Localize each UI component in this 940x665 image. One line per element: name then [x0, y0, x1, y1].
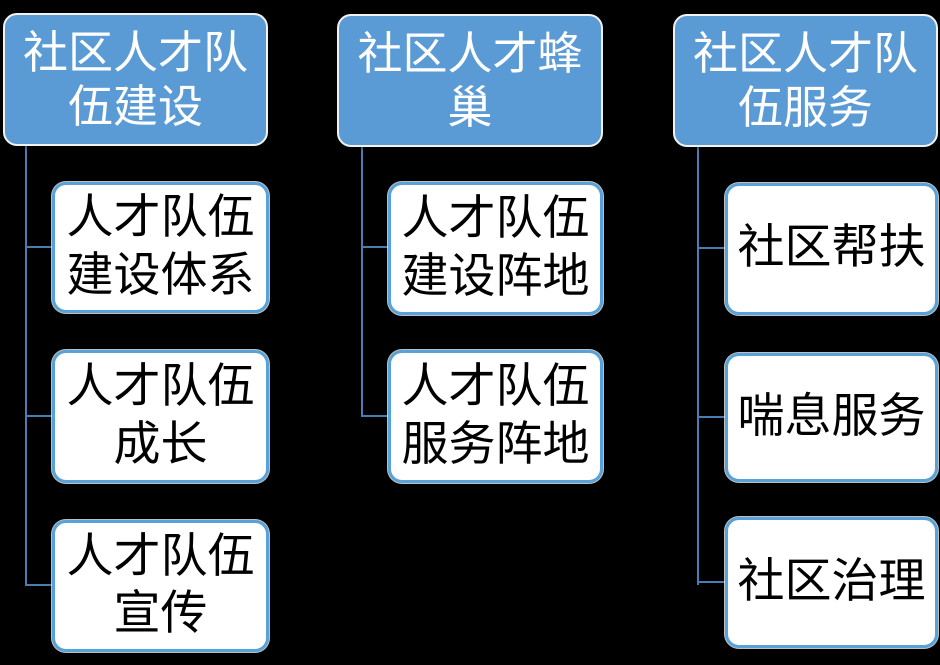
node-header-col1: 社区人才队 伍建设 [3, 13, 268, 146]
connector-stub-col1-2 [25, 415, 52, 417]
connector-stub-col3-2 [697, 416, 725, 418]
connector-stub-col1-3 [25, 584, 52, 586]
node-child-col2-1: 人才队伍 建设阵地 [388, 182, 603, 315]
connector-stub-col1-1 [25, 246, 52, 248]
connector-stub-col3-1 [697, 247, 725, 249]
connector-trunk-col2 [361, 147, 363, 417]
node-child-col3-2: 喘息服务 [725, 353, 938, 482]
node-child-col1-2: 人才队伍 成长 [52, 350, 269, 483]
node-child-col3-3: 社区治理 [725, 517, 938, 648]
connector-stub-col2-1 [361, 246, 388, 248]
connector-trunk-col3 [697, 147, 699, 585]
node-header-col3: 社区人才队 伍服务 [673, 14, 938, 147]
connector-stub-col3-3 [697, 581, 725, 583]
connector-trunk-col1 [25, 146, 27, 586]
node-child-col1-3: 人才队伍 宣传 [52, 520, 269, 652]
connector-stub-col2-2 [361, 415, 388, 417]
node-child-col2-2: 人才队伍 服务阵地 [388, 350, 603, 483]
node-header-col2: 社区人才蜂 巢 [337, 14, 603, 147]
node-child-col3-1: 社区帮扶 [725, 183, 938, 315]
node-child-col1-1: 人才队伍 建设体系 [52, 182, 269, 313]
